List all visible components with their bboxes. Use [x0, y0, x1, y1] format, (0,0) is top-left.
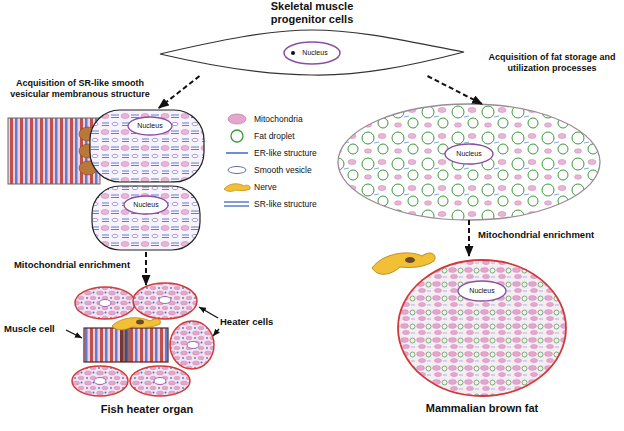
legend-text: SR-like structure: [254, 197, 330, 211]
legend-sample: [228, 114, 246, 124]
nucleus-label: Nucleus: [449, 150, 489, 158]
organ-caption: Mammalian brown fat: [391, 402, 573, 415]
legend-sample: [226, 152, 248, 154]
progenitor-cell: [160, 30, 464, 75]
nucleus-shape: [128, 117, 172, 135]
legend-text: Nerve: [254, 180, 330, 194]
nucleus-shape: [187, 342, 199, 349]
nucleus-shape: [99, 300, 111, 307]
legend-text: Mitochondria: [254, 112, 330, 126]
legend-sample: [224, 205, 249, 206]
nucleus-shape: [284, 42, 340, 64]
sr-cell-node: Nucleus: [88, 108, 206, 182]
dashed-arrow: [428, 76, 483, 104]
leader-line: [199, 307, 218, 318]
callout-label: Heater cells: [220, 316, 286, 327]
heater-cell: [133, 283, 197, 319]
organ-caption: Fish heater organ: [63, 403, 231, 416]
muscle-fibre: [8, 118, 100, 184]
callout-label: Muscle cell: [4, 323, 64, 334]
brown-fat-cell: [398, 260, 566, 396]
dashed-arrow: [159, 76, 200, 108]
leader-line: [213, 329, 219, 336]
legend-sample: [224, 201, 249, 202]
legend-sample: [224, 184, 250, 192]
nucleus-shape: [124, 196, 168, 214]
legend-sample: [228, 167, 246, 174]
muscle-cell: [84, 328, 168, 362]
heater-organ-node: Fish heater organ: [62, 285, 232, 420]
legend-text: Fat droplet: [254, 129, 330, 143]
nucleus-shape: [159, 297, 171, 304]
nucleus-label: Nucleus: [462, 287, 502, 295]
nucleus-label: Nucleus: [130, 122, 170, 130]
leader-line: [66, 330, 82, 338]
nucleus-shape: [154, 378, 166, 385]
nerve-nucleus: [136, 320, 144, 325]
nucleus-shape: [458, 281, 506, 301]
heater-cell: [75, 287, 135, 319]
step-label: Acquisition of fat storage and utilizati…: [488, 52, 616, 73]
step-label: Mitochondrial enrichment: [4, 259, 140, 270]
heater-cell: [72, 366, 128, 396]
nerve: [112, 318, 160, 330]
fat-cell-node: Nucleus: [338, 104, 600, 220]
heater-cell: [170, 321, 214, 369]
nucleus-label: Nucleus: [126, 201, 166, 209]
legend-sample: [231, 130, 243, 142]
heater-cell: [130, 366, 190, 396]
sr-cell: [92, 186, 200, 250]
nucleolus: [291, 51, 295, 55]
sr-cell: [90, 110, 204, 182]
legend-text: ER-like structure: [254, 146, 330, 160]
dashed-arrow: [145, 252, 147, 285]
nerve-nucleus: [405, 257, 415, 263]
muscle-band: [120, 328, 130, 362]
progenitor-cell-node: Skeletal muscle progenitor cellsNucleus: [160, 0, 464, 76]
sr-cell-node: Nucleus: [92, 186, 200, 252]
legend-text: Smooth vesicle: [254, 163, 330, 177]
step-label: Mitochondrial enrichment: [478, 229, 618, 240]
dashed-arrow: [468, 220, 470, 256]
nucleus-shape: [94, 378, 106, 385]
nucleus-label: Nucleus: [295, 49, 335, 57]
step-label: Acquisition of SR-like smooth vesicular …: [4, 78, 156, 99]
cell-heading: Skeletal muscle progenitor cells: [247, 0, 377, 26]
fat-cell: [338, 104, 600, 220]
brown-fat-node: NucleusMammalian brown fat: [390, 256, 575, 420]
nucleus-shape: [445, 144, 493, 164]
nerve: [372, 253, 435, 274]
